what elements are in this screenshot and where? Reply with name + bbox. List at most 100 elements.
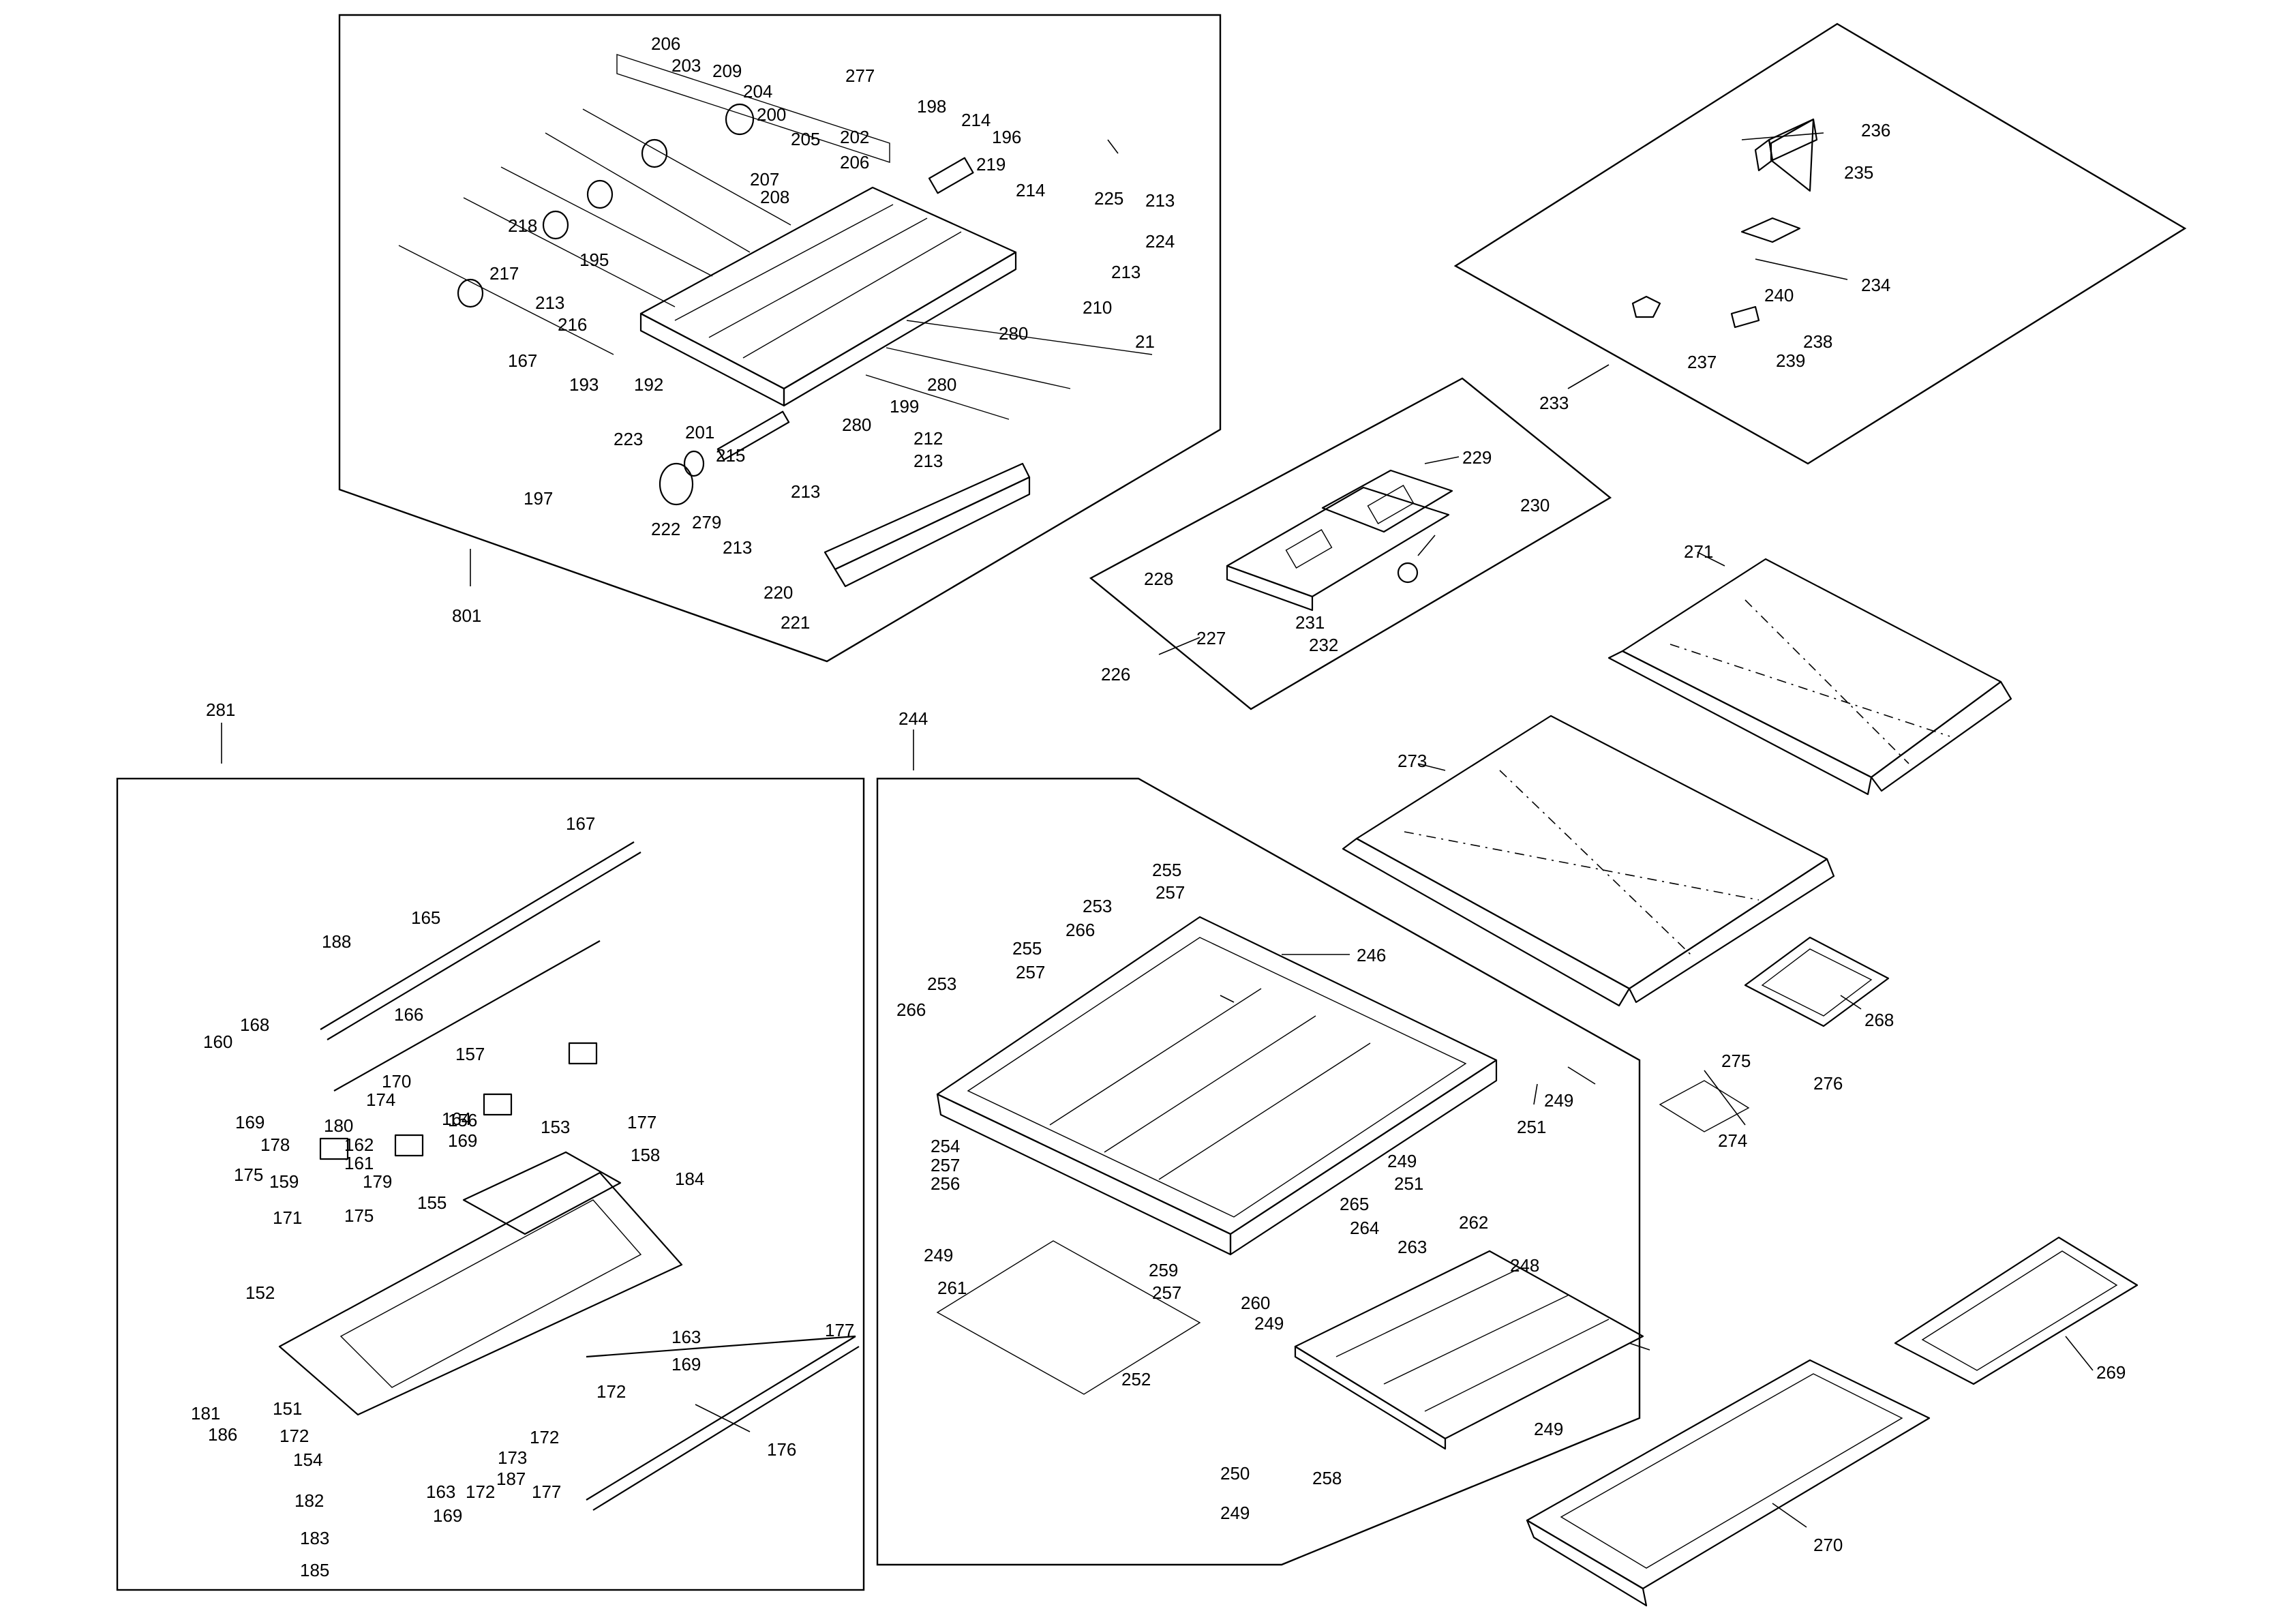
callout: 280: [999, 323, 1028, 344]
frame-277: [616, 54, 890, 163]
callout: 275: [1721, 1051, 1751, 1071]
callout: 174: [366, 1089, 395, 1110]
callout: 172: [596, 1381, 626, 1402]
callout: 227: [1196, 628, 1226, 648]
callout: 263: [1398, 1237, 1427, 1257]
callout: 169: [433, 1505, 462, 1526]
callout: 216: [558, 314, 587, 335]
callout: 197: [524, 488, 553, 509]
sliding-table-top: [639, 157, 1017, 461]
part-sketches: [278, 103, 2139, 1607]
callout: 276: [1813, 1073, 1843, 1094]
callout: 214: [1016, 180, 1045, 200]
callout: 177: [532, 1482, 561, 1502]
callout: 204: [743, 81, 772, 102]
callout: 249: [1544, 1090, 1573, 1111]
callout: 163: [426, 1482, 455, 1502]
rear-rail: [824, 462, 1031, 588]
callout: 213: [1111, 262, 1141, 282]
callout: 223: [614, 429, 643, 449]
callout: 274: [1718, 1130, 1747, 1151]
frame-281: [116, 777, 865, 1591]
callout: 235: [1844, 162, 1873, 183]
callout: 213: [1145, 190, 1175, 211]
callout: 265: [1340, 1194, 1369, 1214]
frame-268: [1744, 936, 1890, 1027]
callout: 214: [961, 110, 991, 130]
callout: 268: [1864, 1010, 1894, 1030]
callout: 169: [671, 1354, 701, 1374]
frame-274: [1659, 1080, 1750, 1132]
callout: 202: [840, 127, 869, 147]
callout: 218: [508, 215, 537, 236]
callout: 253: [1083, 896, 1112, 916]
callout: 205: [791, 129, 820, 149]
callout: 251: [1517, 1117, 1546, 1137]
callout: 186: [208, 1424, 237, 1445]
callout: 206: [840, 152, 869, 172]
callout: 249: [1220, 1503, 1250, 1523]
callout: 801: [452, 605, 481, 626]
callout: 255: [1152, 860, 1181, 880]
callout: 266: [1066, 920, 1095, 940]
handle-bracket: [1631, 118, 1818, 329]
callout: 185: [300, 1560, 329, 1580]
callout: 255: [1012, 938, 1042, 959]
callout: 246: [1357, 945, 1386, 965]
callout: 182: [294, 1490, 324, 1511]
callout: 165: [411, 907, 440, 928]
callout: 219: [976, 154, 1006, 175]
callout: 210: [1083, 297, 1112, 318]
callout: 163: [671, 1327, 701, 1347]
callout: 21: [1135, 331, 1155, 352]
callout: 181: [191, 1403, 220, 1424]
callout: 169: [448, 1130, 477, 1151]
callout: 281: [206, 700, 235, 720]
callout: 179: [363, 1171, 392, 1192]
callout: 199: [890, 396, 919, 417]
frames: [116, 14, 2187, 1591]
callout: 208: [760, 187, 789, 207]
frame-226: [1089, 377, 1612, 710]
callout: 257: [1016, 962, 1045, 982]
callout: 151: [273, 1398, 302, 1419]
tray-grate: [1294, 1250, 1644, 1450]
callout: 172: [280, 1426, 309, 1446]
callout: 206: [651, 33, 680, 54]
callout: 193: [569, 374, 599, 395]
callout: 153: [541, 1117, 570, 1137]
callout: 259: [1149, 1260, 1178, 1280]
callout: 159: [269, 1171, 299, 1192]
callout: 231: [1295, 612, 1325, 633]
callout: 157: [455, 1044, 485, 1064]
callout: 172: [466, 1482, 495, 1502]
callout: 234: [1861, 275, 1890, 295]
callout: 260: [1241, 1293, 1270, 1313]
callout: 230: [1520, 495, 1550, 515]
callout: 166: [394, 1004, 423, 1025]
wheels: [457, 103, 755, 506]
accessory-drawer: [1226, 469, 1453, 612]
callout: 249: [1387, 1151, 1417, 1171]
callout: 252: [1121, 1369, 1151, 1389]
callout: 200: [757, 104, 786, 125]
leader-lines: [695, 132, 2094, 1528]
callout: 266: [896, 999, 926, 1020]
callout: 215: [716, 445, 745, 466]
callout: 213: [723, 537, 752, 558]
callout: 154: [293, 1449, 322, 1470]
callout: 155: [417, 1192, 447, 1213]
callout: 228: [1144, 569, 1173, 589]
callout: 168: [240, 1014, 269, 1035]
callout: 178: [260, 1134, 290, 1155]
side-tray-269: [1894, 1236, 2139, 1385]
callout: 249: [1534, 1419, 1563, 1439]
callout: 262: [1459, 1212, 1488, 1233]
callout: 158: [631, 1145, 660, 1165]
callout: 152: [245, 1282, 275, 1303]
callout: 184: [675, 1169, 704, 1189]
callout: 248: [1510, 1255, 1539, 1276]
extension-table-271: [1607, 558, 2012, 796]
callout: 257: [1152, 1282, 1181, 1303]
